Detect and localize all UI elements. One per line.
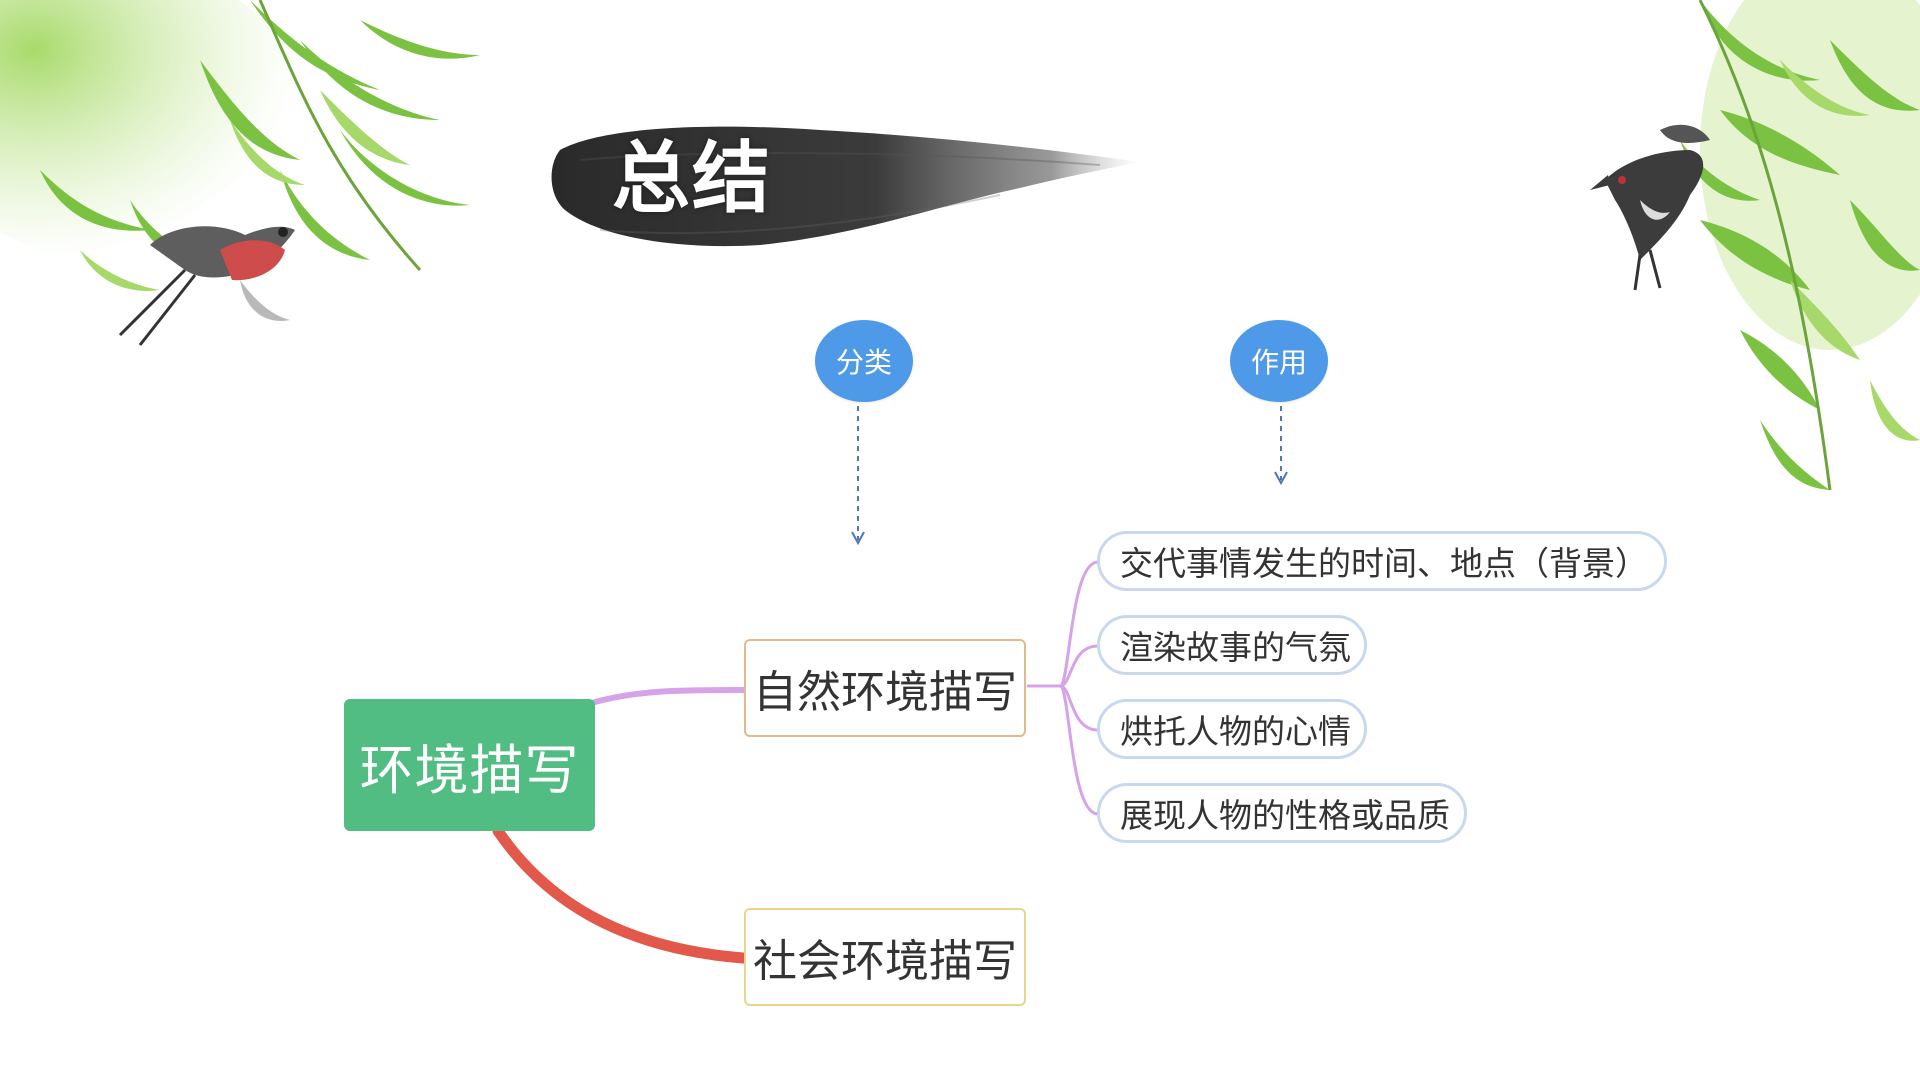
leaf-mood-label: 烘托人物的心情 (1120, 712, 1351, 751)
mindmap-root-label: 环境描写 (359, 738, 580, 802)
label-function: 作用 (1230, 320, 1328, 402)
swallow-left-icon (118, 226, 295, 346)
leaf-character[interactable]: 展现人物的性格或品质 (1097, 783, 1467, 843)
leaf-background[interactable]: 交代事情发生的时间、地点（背景） (1097, 531, 1667, 591)
leaf-character-label: 展现人物的性格或品质 (1120, 796, 1450, 835)
branch-social[interactable]: 社会环境描写 (744, 908, 1026, 1006)
leaf-mood[interactable]: 烘托人物的心情 (1097, 699, 1367, 759)
connector-natural (592, 687, 746, 705)
swallow-right-icon (1590, 124, 1710, 291)
branch-social-label: 社会环境描写 (753, 936, 1017, 987)
label-classification: 分类 (815, 320, 913, 402)
bamboo-left-icon (0, 0, 480, 291)
page-title: 总结 (612, 134, 773, 224)
branch-natural[interactable]: 自然环境描写 (744, 639, 1026, 737)
leaf-background-label: 交代事情发生的时间、地点（背景） (1120, 544, 1648, 583)
arrow-classification (851, 406, 865, 546)
leaf-atmosphere[interactable]: 渲染故事的气氛 (1097, 615, 1367, 675)
branch-natural-label: 自然环境描写 (753, 667, 1017, 718)
label-classification-text: 分类 (835, 346, 892, 379)
arrow-function (1274, 406, 1288, 486)
connector-leaves (1027, 560, 1099, 816)
mindmap-root[interactable]: 环境描写 (344, 699, 595, 831)
bamboo-right-icon (1680, 0, 1920, 491)
connector-social (492, 825, 749, 964)
ink-brush-icon (551, 126, 1140, 247)
label-function-text: 作用 (1250, 346, 1307, 379)
leaf-atmosphere-label: 渲染故事的气氛 (1120, 628, 1351, 667)
